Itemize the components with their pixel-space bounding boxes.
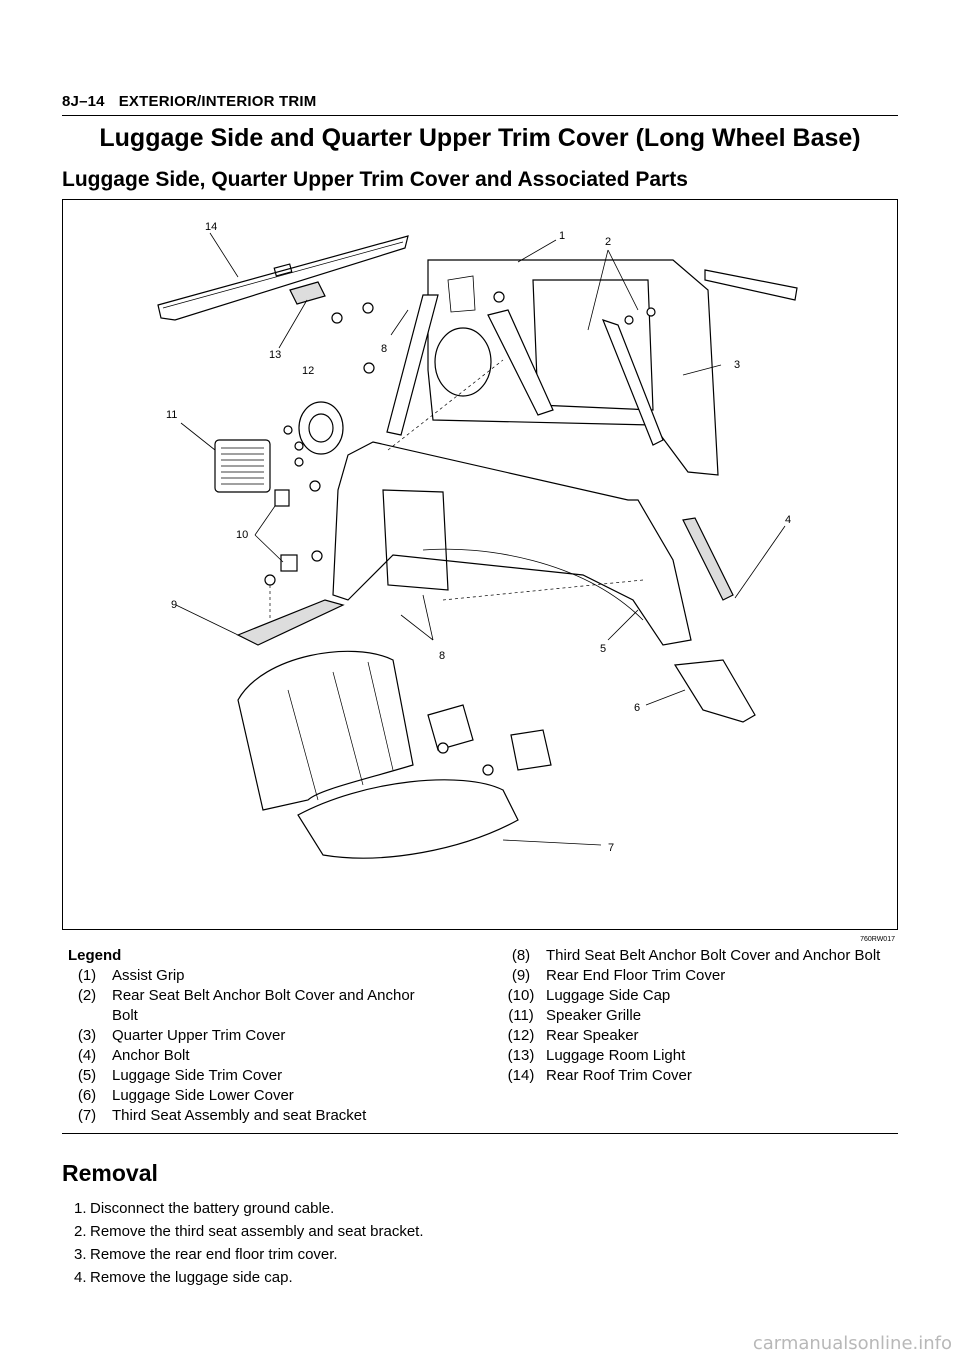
callout-8-lower: 8 (439, 650, 445, 662)
page-header: 8J–14 EXTERIOR/INTERIOR TRIM (62, 93, 316, 110)
callout-5: 5 (600, 643, 606, 655)
section-subtitle: Luggage Side, Quarter Upper Trim Cover a… (62, 168, 688, 191)
callout-11: 11 (166, 409, 177, 421)
legend-item: (2)Rear Seat Belt Anchor Bolt Cover and … (77, 987, 415, 1024)
callout-13: 13 (269, 349, 281, 361)
legend-item: (13)Luggage Room Light (507, 1047, 686, 1064)
removal-step: 1.Disconnect the battery ground cable. (74, 1200, 335, 1217)
removal-step: 3.Remove the rear end floor trim cover. (74, 1246, 338, 1263)
callout-3: 3 (734, 359, 740, 371)
callout-10: 10 (236, 529, 248, 541)
legend-right: (8)Third Seat Belt Anchor Bolt Cover and… (496, 946, 896, 1086)
legend-item: (1)Assist Grip (77, 967, 185, 984)
exploded-diagram: 14 1 2 13 8 12 3 11 10 4 9 8 5 6 7 760RW… (62, 199, 898, 943)
page-title: Luggage Side and Quarter Upper Trim Cove… (99, 124, 861, 152)
callout-14: 14 (205, 221, 217, 233)
callout-2: 2 (605, 236, 611, 248)
removal-step: 2.Remove the third seat assembly and sea… (74, 1223, 424, 1240)
legend-item: (3)Quarter Upper Trim Cover (77, 1027, 286, 1044)
legend-left: Legend (1)Assist Grip (2)Rear Seat Belt … (62, 946, 442, 1126)
callout-6: 6 (634, 702, 640, 714)
legend-item: (8)Third Seat Belt Anchor Bolt Cover and… (511, 947, 881, 964)
callout-7: 7 (608, 842, 614, 854)
callout-8-upper: 8 (381, 343, 387, 355)
legend-item: (14)Rear Roof Trim Cover (507, 1067, 692, 1084)
legend-item: (11)Speaker Grille (508, 1007, 642, 1024)
header-rule (62, 115, 898, 116)
legend-item: (10)Luggage Side Cap (507, 987, 671, 1004)
legend-item: (5)Luggage Side Trim Cover (77, 1067, 283, 1084)
legend-item: (7)Third Seat Assembly and seat Bracket (77, 1107, 367, 1124)
legend-item: (9)Rear End Floor Trim Cover (511, 967, 726, 984)
legend-rule (62, 1133, 898, 1134)
figure-code: 760RW017 (860, 936, 895, 943)
diagram-drawing: 14 1 2 13 8 12 3 11 10 4 9 8 5 6 7 (157, 221, 798, 859)
legend-item: (12)Rear Speaker (507, 1027, 639, 1044)
callout-12: 12 (302, 365, 314, 377)
callout-1: 1 (559, 230, 565, 242)
legend-item: (6)Luggage Side Lower Cover (77, 1087, 294, 1104)
legend-item: (4)Anchor Bolt (77, 1047, 190, 1064)
legend-heading: Legend (68, 947, 122, 964)
removal-heading: Removal (62, 1160, 158, 1186)
callout-4: 4 (785, 514, 791, 526)
removal-step: 4.Remove the luggage side cap. (74, 1269, 293, 1286)
chapter-title: EXTERIOR/INTERIOR TRIM (118, 93, 317, 110)
removal-steps: 1.Disconnect the battery ground cable. 2… (74, 1197, 424, 1289)
callout-9: 9 (171, 599, 177, 611)
watermark: carmanualsonline.info (752, 1333, 952, 1354)
section-number: 8J–14 (62, 93, 105, 110)
